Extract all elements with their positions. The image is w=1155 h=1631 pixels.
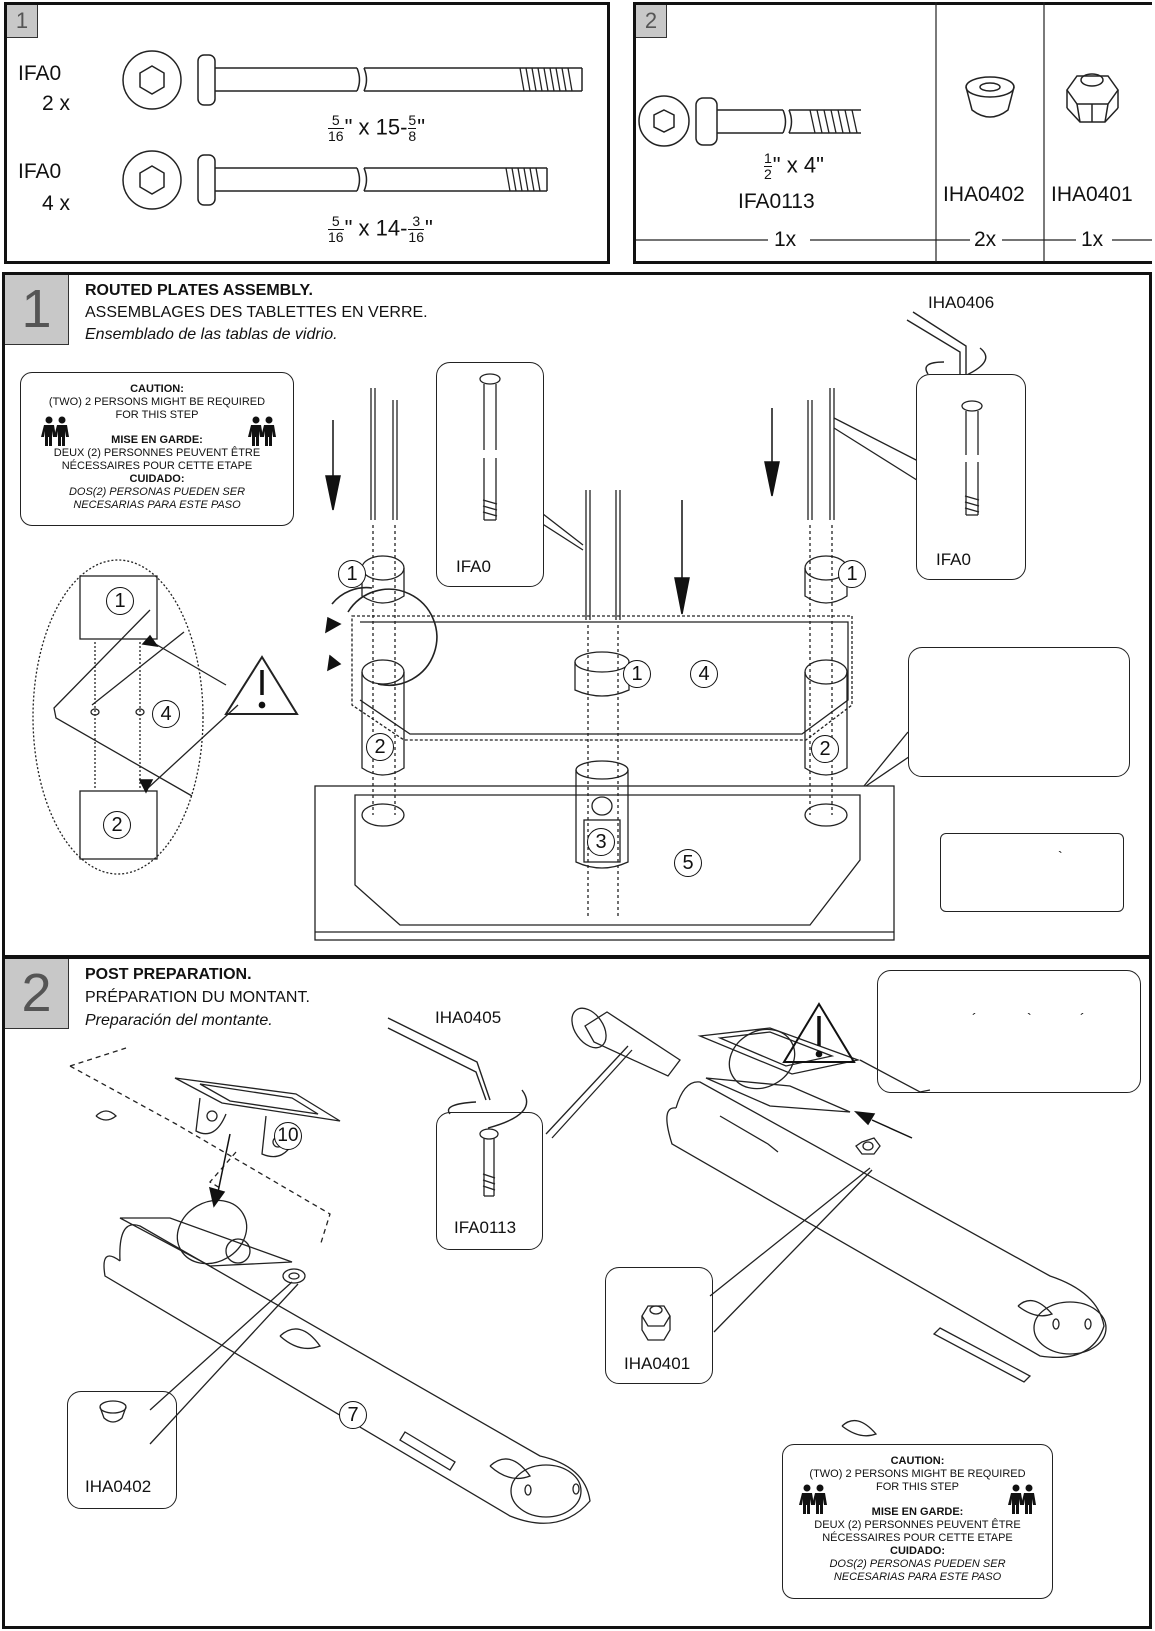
- rotate-arrow-icon: [331, 586, 373, 605]
- info-callout: [908, 647, 1130, 777]
- callout-washer-code: IHA0402: [85, 1477, 152, 1496]
- step-2-title-es: Preparación del montante.: [85, 1012, 273, 1029]
- nut-qty: 1x: [1081, 228, 1104, 251]
- caution-box: CAUTION: (TWO) 2 PERSONS MIGHT BE REQUIR…: [782, 1444, 1053, 1599]
- washer-code: IHA0402: [943, 183, 1025, 206]
- hex-key-code: IHA0405: [435, 1008, 502, 1027]
- part-number-marker: 2: [103, 811, 131, 839]
- part-qty: 2 x: [42, 92, 71, 115]
- bolt-detail-callout: [436, 362, 544, 587]
- part-number-marker: 5: [674, 849, 702, 877]
- part-code: IFA0: [18, 62, 62, 85]
- part-number-marker: 1: [838, 560, 866, 588]
- step-1-title-fr: ASSEMBLAGES DES TABLETTES EN VERRE.: [85, 304, 428, 321]
- part-number-marker: 4: [152, 700, 180, 728]
- caution-box: CAUTION: (TWO) 2 PERSONS MIGHT BE REQUIR…: [20, 372, 294, 526]
- info-callout: [877, 970, 1141, 1093]
- info-mark: `: [1027, 1010, 1032, 1026]
- short-bolt-drawing: [638, 95, 861, 147]
- detail-ellipse: [32, 559, 204, 875]
- part-number-marker: 1: [338, 560, 366, 588]
- part-qty: 4 x: [42, 192, 71, 215]
- step-2-drawing: [69, 1002, 1107, 1524]
- bracket-number-marker: 10: [274, 1122, 302, 1150]
- info-mark: ´: [1080, 1010, 1085, 1026]
- step-1-title-en: ROUTED PLATES ASSEMBLY.: [85, 282, 313, 299]
- callout-bolt-drawings: [479, 373, 983, 521]
- warning-icon: [782, 1002, 856, 1063]
- down-arrow-icon: [138, 408, 780, 794]
- part-code: IFA0: [18, 160, 62, 183]
- nut-code: IHA0401: [1051, 183, 1133, 206]
- callout-bolt-code: IFA0: [456, 557, 491, 576]
- two-persons-icon: [41, 416, 276, 446]
- step-2-title-en: POST PREPARATION.: [85, 966, 252, 983]
- callout-bolt-code: IFA0113: [454, 1218, 517, 1237]
- step-2-panel: [2, 956, 1152, 1629]
- arrow-icon: [853, 1111, 876, 1126]
- callout-nut-code: IHA0401: [624, 1354, 691, 1373]
- arrow-icon: [208, 1186, 226, 1208]
- washer-qty: 2x: [974, 228, 997, 251]
- two-persons-icon: [799, 1484, 1036, 1514]
- washer-drawing: [965, 76, 1015, 118]
- tool-detail-callout: [916, 374, 1026, 580]
- callout-bolt-code: IFA0: [936, 550, 971, 569]
- hex-key-code: IHA0406: [928, 293, 995, 312]
- info-box: [940, 833, 1124, 912]
- part-number-marker: 2: [811, 735, 839, 763]
- thread-marks: [505, 67, 573, 192]
- post-number-marker: 7: [339, 1401, 367, 1429]
- parts-box-1: [4, 2, 610, 264]
- part-number-marker: 1: [623, 660, 651, 688]
- part-number-marker: 1: [106, 587, 134, 615]
- short-bolt-code: IFA0113: [738, 190, 815, 213]
- parts-box-2-number: 2: [636, 5, 667, 38]
- step-1-title-es: Ensemblado de las tablas de vidrio.: [85, 326, 338, 343]
- info-mark: ´: [972, 1010, 977, 1026]
- info-box-mark: `: [1058, 848, 1063, 864]
- bolt-detail-callout: [436, 1112, 543, 1250]
- short-bolt-qty: 1x: [774, 228, 797, 251]
- step-1-number: 1: [5, 275, 69, 345]
- warning-icon: [224, 655, 299, 715]
- part-number-marker: 4: [690, 660, 718, 688]
- part-number-marker: 2: [366, 733, 394, 761]
- step-2-title-fr: PRÉPARATION DU MONTANT.: [85, 989, 310, 1006]
- parts-box-2: [633, 2, 1152, 264]
- parts-box-1-number: 1: [7, 5, 38, 38]
- step-2-number: 2: [5, 959, 69, 1029]
- long-bolt-drawing: [122, 50, 583, 210]
- nut-drawing: [1066, 73, 1119, 123]
- part-number-marker: 3: [587, 828, 615, 856]
- parts-box-2-dividers: [636, 2, 1152, 262]
